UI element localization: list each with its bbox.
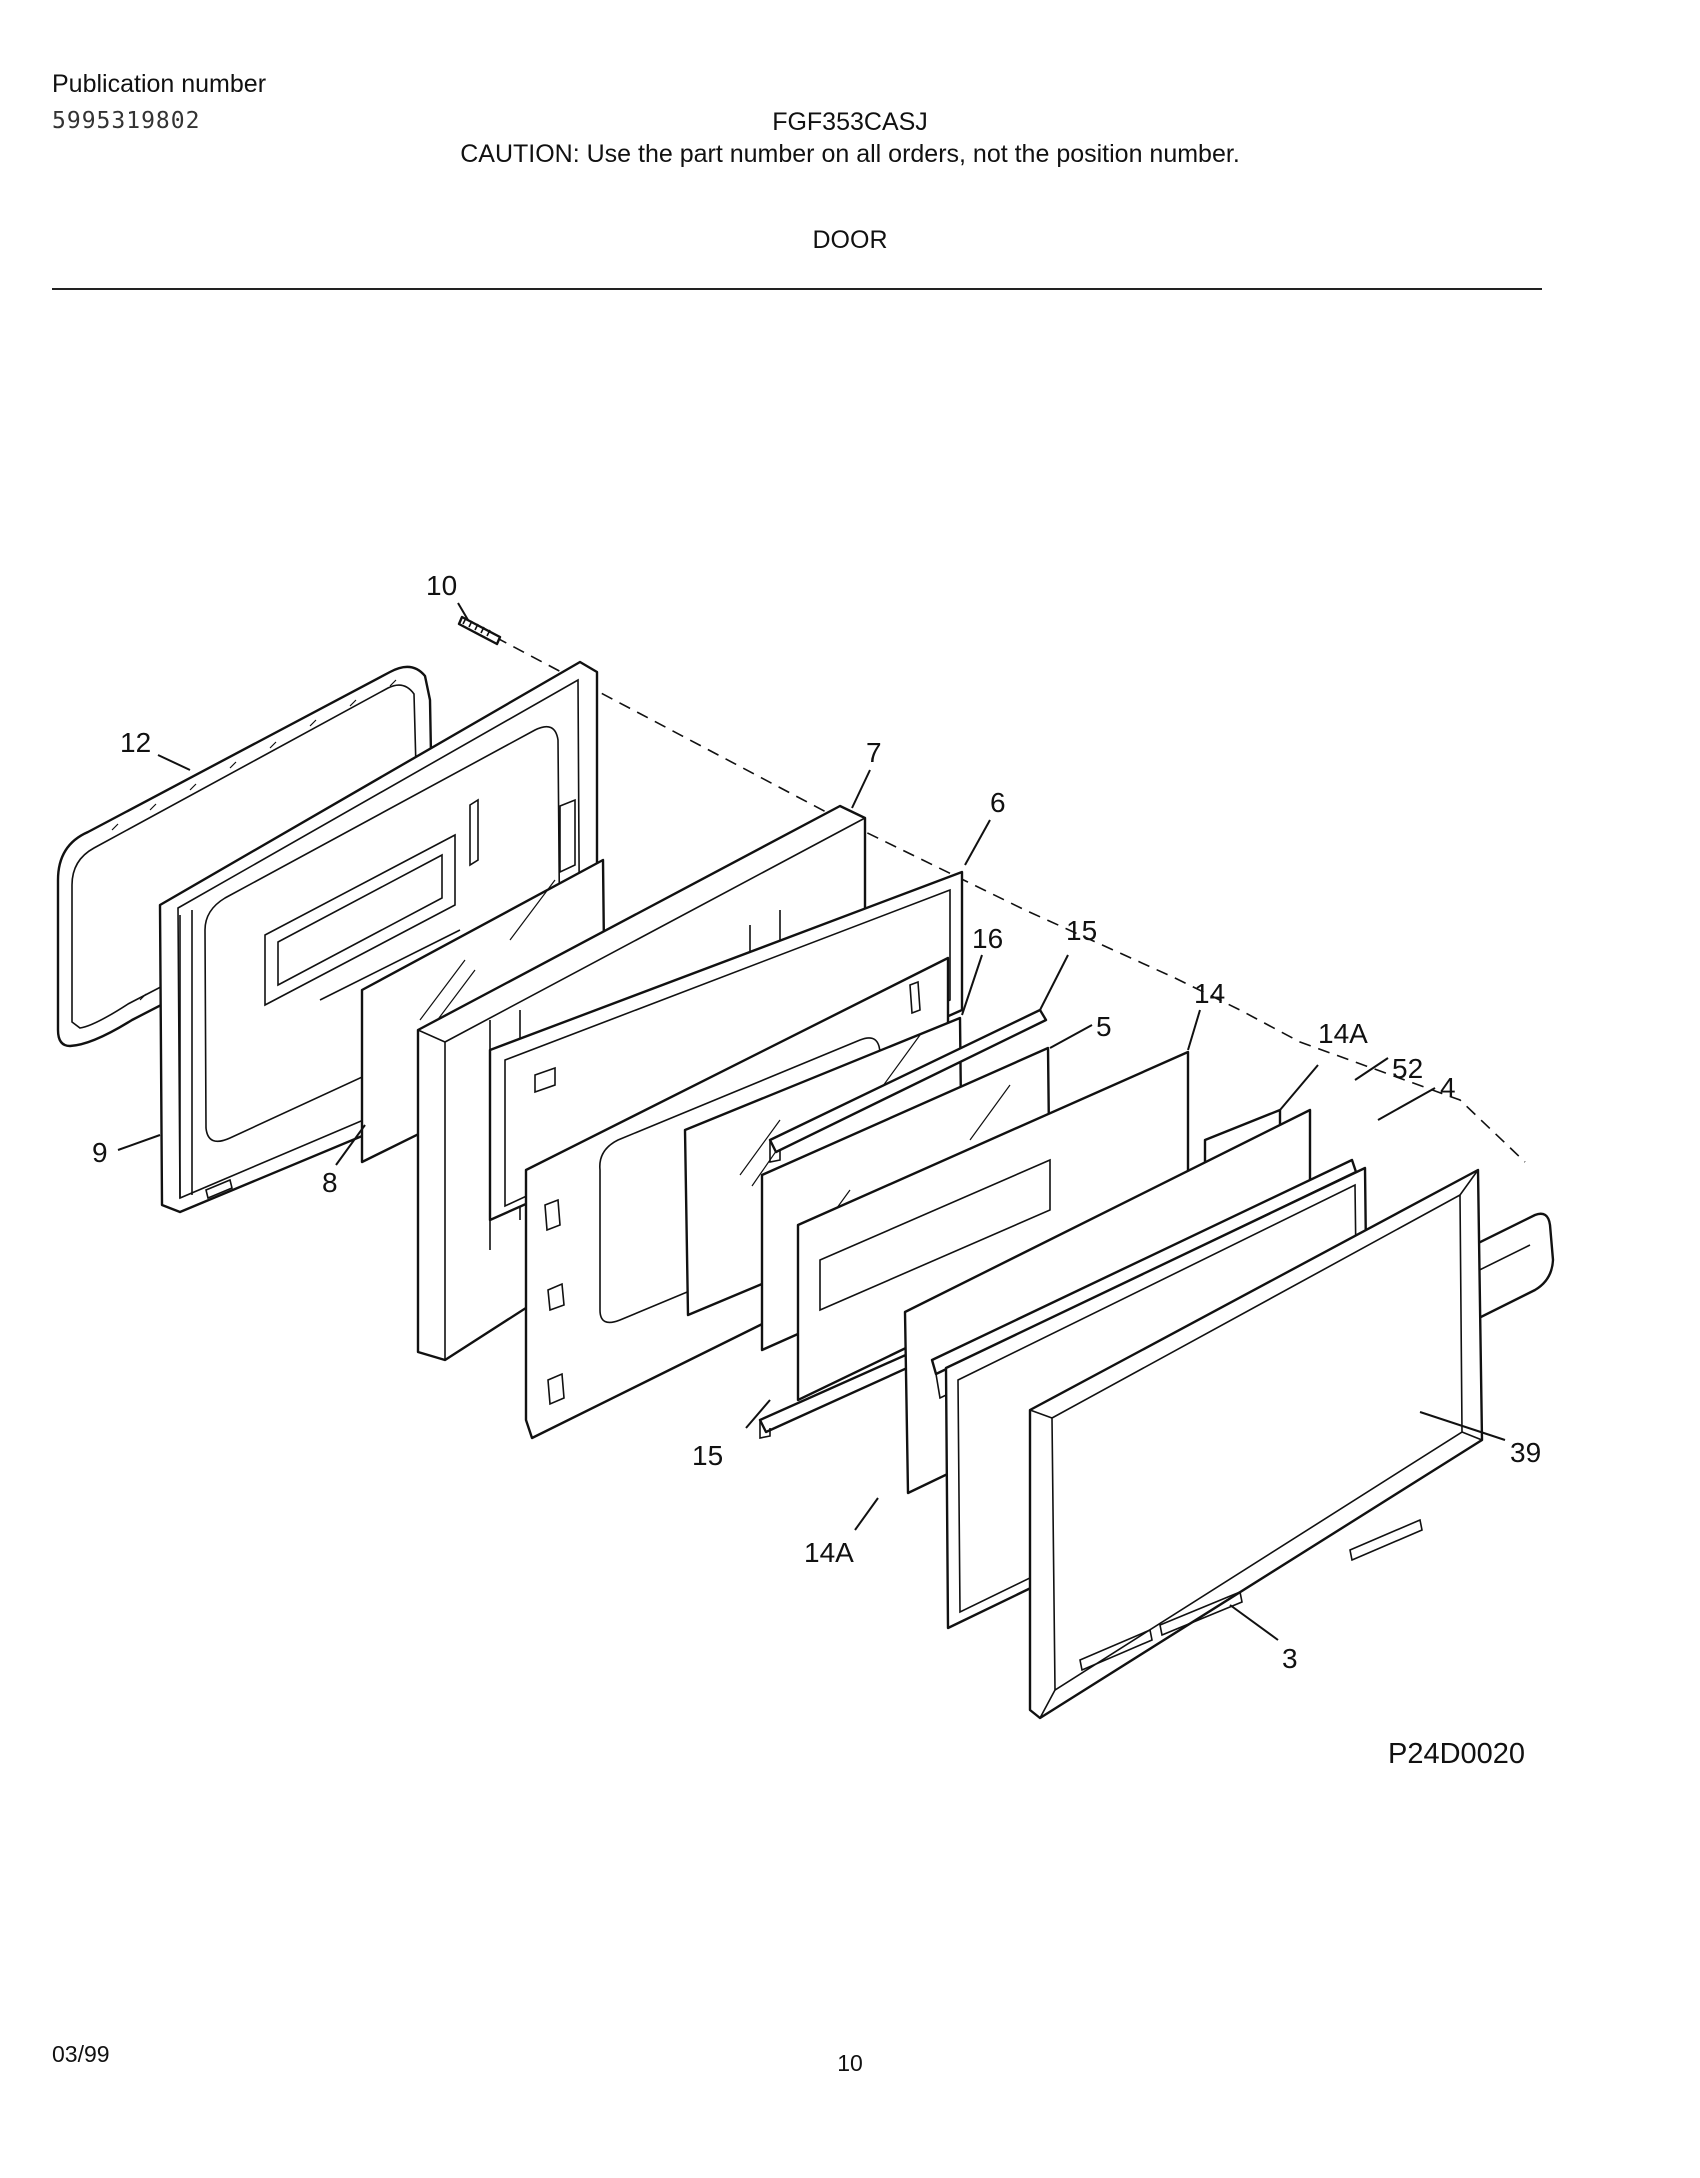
page-number: 10 [837,2050,863,2076]
publication-number-label: Publication number [52,70,267,98]
callout-5: 5 [1096,1011,1112,1042]
callout-14a-top: 14A [1318,1018,1368,1049]
callout-12: 12 [120,727,151,758]
callout-14: 14 [1194,978,1225,1009]
callout-labels: 10 12 9 8 7 6 16 15 5 14 14A 52 4 15 14A… [92,570,1541,1674]
model-number: FGF353CASJ [772,108,928,136]
callout-15-bottom: 15 [692,1440,723,1471]
callout-6: 6 [990,787,1006,818]
leader-lines [117,602,1506,1641]
callout-10: 10 [426,570,457,601]
publication-number: 5995319802 [52,108,201,134]
callout-39: 39 [1510,1437,1541,1468]
callout-9: 9 [92,1137,108,1168]
part-3-door-frame [1028,1168,1484,1720]
callout-7: 7 [866,737,882,768]
caution-note: CAUTION: Use the part number on all orde… [460,140,1240,168]
callout-52: 52 [1392,1053,1423,1084]
callout-15-top: 15 [1066,915,1097,946]
revision-date: 03/99 [52,2041,110,2067]
callout-3: 3 [1282,1643,1298,1674]
callout-8: 8 [322,1167,338,1198]
alignment-line [477,627,1526,1163]
section-title: DOOR [812,226,888,254]
part-15-bracket-top [768,1008,1048,1163]
callout-14a-bottom: 14A [804,1537,854,1568]
callout-16: 16 [972,923,1003,954]
diagram-code: P24D0020 [1388,1738,1526,1770]
callout-4: 4 [1440,1072,1456,1103]
part-10-screw [457,615,502,646]
header-divider [52,288,1542,290]
